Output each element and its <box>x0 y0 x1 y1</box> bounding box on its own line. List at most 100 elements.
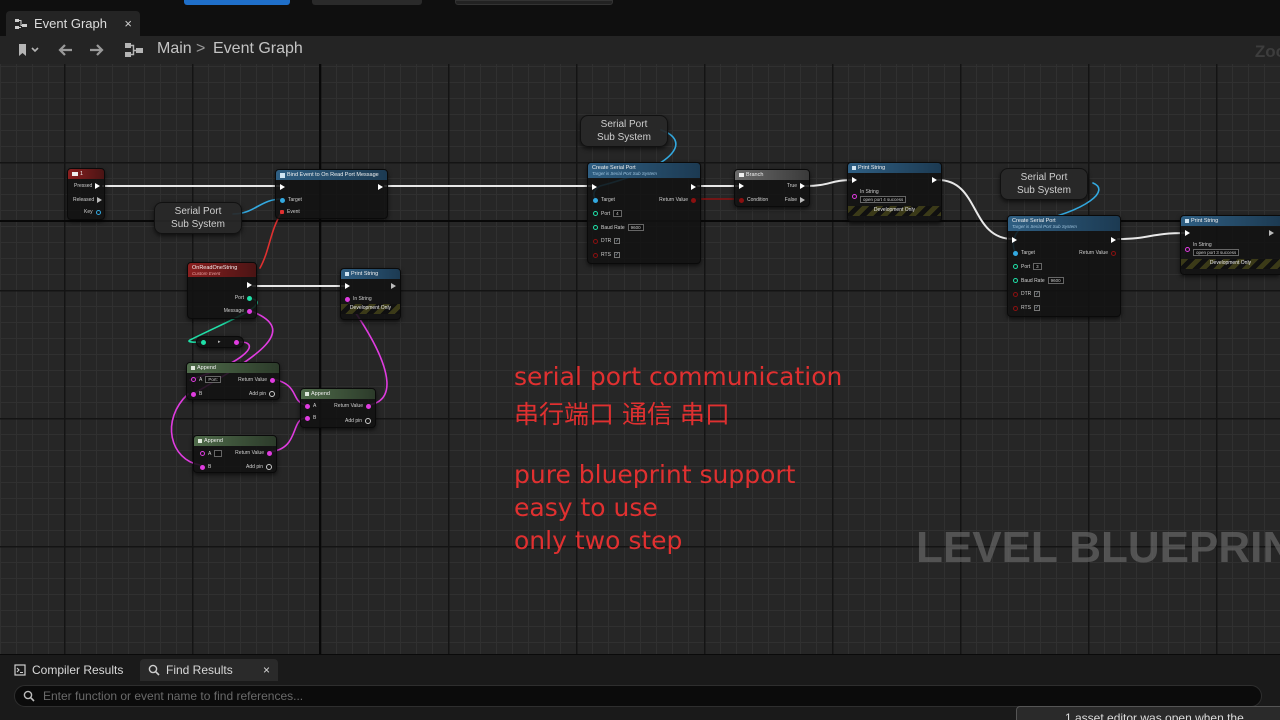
branch-node[interactable]: Branch True Condition False <box>734 169 810 207</box>
tab-compiler-results[interactable]: Compiler Results <box>6 659 131 681</box>
return-value-pin[interactable]: Return Value <box>1079 250 1116 256</box>
key-pin[interactable]: Key <box>84 209 101 215</box>
return-value-pin[interactable]: Return Value <box>659 197 696 203</box>
append-node[interactable]: Append A Return Value B Add pin <box>193 435 277 473</box>
port-pin[interactable]: Port <box>235 295 252 301</box>
node-header: Append <box>194 436 276 446</box>
exec-out-pin[interactable] <box>247 282 252 288</box>
exec-out-pin[interactable] <box>1111 237 1116 243</box>
condition-pin[interactable]: Condition <box>739 197 768 203</box>
breadcrumb-current[interactable]: Event Graph <box>213 40 303 57</box>
key-event-node[interactable]: 1 Pressed Released Key <box>67 168 105 220</box>
toolbar-button[interactable] <box>312 0 422 5</box>
node-header: Print String <box>848 163 941 173</box>
target-pin[interactable]: Target <box>593 197 615 203</box>
tab-event-graph[interactable]: Event Graph × <box>6 11 140 36</box>
zoom-label: Zoo <box>1254 42 1280 61</box>
close-tab-icon[interactable]: × <box>262 663 270 677</box>
rts-pin[interactable]: RTS✓ <box>1013 305 1040 311</box>
exec-out-pin[interactable] <box>378 184 383 190</box>
exec-out-pin[interactable] <box>1269 230 1274 236</box>
graph-canvas[interactable] <box>0 64 1280 654</box>
exec-in-pin[interactable] <box>739 183 744 189</box>
create-serial-port-node[interactable]: Create Serial Port Target is Serial Port… <box>587 162 701 264</box>
notification-toast[interactable]: 1 asset editor was open when the <box>1016 706 1280 720</box>
checkbox-checked-icon[interactable]: ✓ <box>1033 305 1040 311</box>
custom-event-node[interactable]: OnReadOneString Custom Event Port Messag… <box>187 262 257 319</box>
in-string-pin[interactable]: In String <box>345 296 372 302</box>
checkbox-checked-icon[interactable]: ✓ <box>613 252 620 258</box>
breadcrumb-main[interactable]: Main <box>157 40 192 57</box>
exec-in-pin[interactable] <box>852 177 857 183</box>
print-string-node[interactable]: Print String In String Development Only <box>340 268 401 320</box>
toolbar-accent-button[interactable] <box>184 0 290 5</box>
b-pin[interactable]: B <box>191 391 202 397</box>
input-pin[interactable] <box>201 340 206 345</box>
true-pin[interactable]: True <box>787 183 805 189</box>
close-tab-icon[interactable]: × <box>124 16 132 31</box>
add-pin-button[interactable]: Add pin <box>246 464 272 470</box>
exec-in-pin[interactable] <box>345 283 350 289</box>
add-pin-button[interactable]: Add pin <box>345 418 371 424</box>
target-pin[interactable]: Target <box>280 197 302 203</box>
checkbox-checked-icon[interactable]: ✓ <box>1034 291 1041 297</box>
rts-pin[interactable]: RTS✓ <box>593 252 620 258</box>
exec-in-pin[interactable] <box>280 184 285 190</box>
exec-out-pin[interactable] <box>391 283 396 289</box>
exec-pin-icon <box>739 183 744 189</box>
forward-button[interactable] <box>87 41 107 59</box>
find-search-input[interactable]: Enter function or event name to find ref… <box>14 685 1262 707</box>
tab-find-results[interactable]: Find Results × <box>140 659 278 681</box>
dtr-pin[interactable]: DTR✓ <box>1013 291 1041 297</box>
exec-in-pin[interactable] <box>1185 230 1190 236</box>
toolbar-field[interactable] <box>455 0 613 5</box>
a-pin[interactable]: A <box>200 450 223 457</box>
output-pin[interactable] <box>234 340 239 345</box>
append-node[interactable]: Append A Return Value B Add pin <box>300 388 376 428</box>
pressed-pin[interactable]: Pressed <box>74 183 101 189</box>
int-pin-icon <box>1013 264 1018 269</box>
exec-out-pin[interactable] <box>932 177 937 183</box>
serial-port-subsystem-node[interactable]: Serial Port Sub System <box>580 115 668 147</box>
exec-pin-icon <box>592 184 597 190</box>
false-pin[interactable]: False <box>785 197 805 203</box>
create-serial-port-node[interactable]: Create Serial Port Target is Serial Port… <box>1007 215 1121 317</box>
exec-pin-icon <box>345 283 350 289</box>
serial-port-subsystem-node[interactable]: Serial Port Sub System <box>1000 168 1088 200</box>
dtr-pin[interactable]: DTR✓ <box>593 238 621 244</box>
a-value-field[interactable] <box>214 450 223 457</box>
exec-pin-icon <box>691 184 696 190</box>
b-pin[interactable]: B <box>200 464 211 470</box>
event-pin[interactable]: Event <box>280 209 300 215</box>
back-button[interactable] <box>55 41 75 59</box>
bind-event-node[interactable]: Bind Event to On Read Port Message Targe… <box>275 169 388 219</box>
exec-in-pin[interactable] <box>1012 237 1017 243</box>
string-pin-icon <box>234 340 239 345</box>
serial-port-subsystem-node[interactable]: Serial Port Sub System <box>154 202 242 234</box>
a-pin[interactable]: A <box>305 403 316 409</box>
released-pin[interactable]: Released <box>73 197 103 203</box>
string-pin-icon <box>247 308 252 314</box>
bookmark-dropdown-button[interactable] <box>14 41 44 59</box>
checkbox-checked-icon[interactable]: ✓ <box>614 238 621 244</box>
return-value-pin[interactable]: Return Value <box>334 403 371 409</box>
return-value-pin[interactable]: Return Value <box>238 377 275 383</box>
to-string-node[interactable]: ▸ <box>196 336 244 348</box>
target-pin[interactable]: Target <box>1013 250 1035 256</box>
return-value-pin[interactable]: Return Value <box>235 450 272 456</box>
add-pin-button[interactable]: Add pin <box>249 391 275 397</box>
message-pin[interactable]: Message <box>224 308 252 314</box>
exec-in-pin[interactable] <box>592 184 597 190</box>
exec-out-pin[interactable] <box>691 184 696 190</box>
b-pin[interactable]: B <box>305 415 316 421</box>
